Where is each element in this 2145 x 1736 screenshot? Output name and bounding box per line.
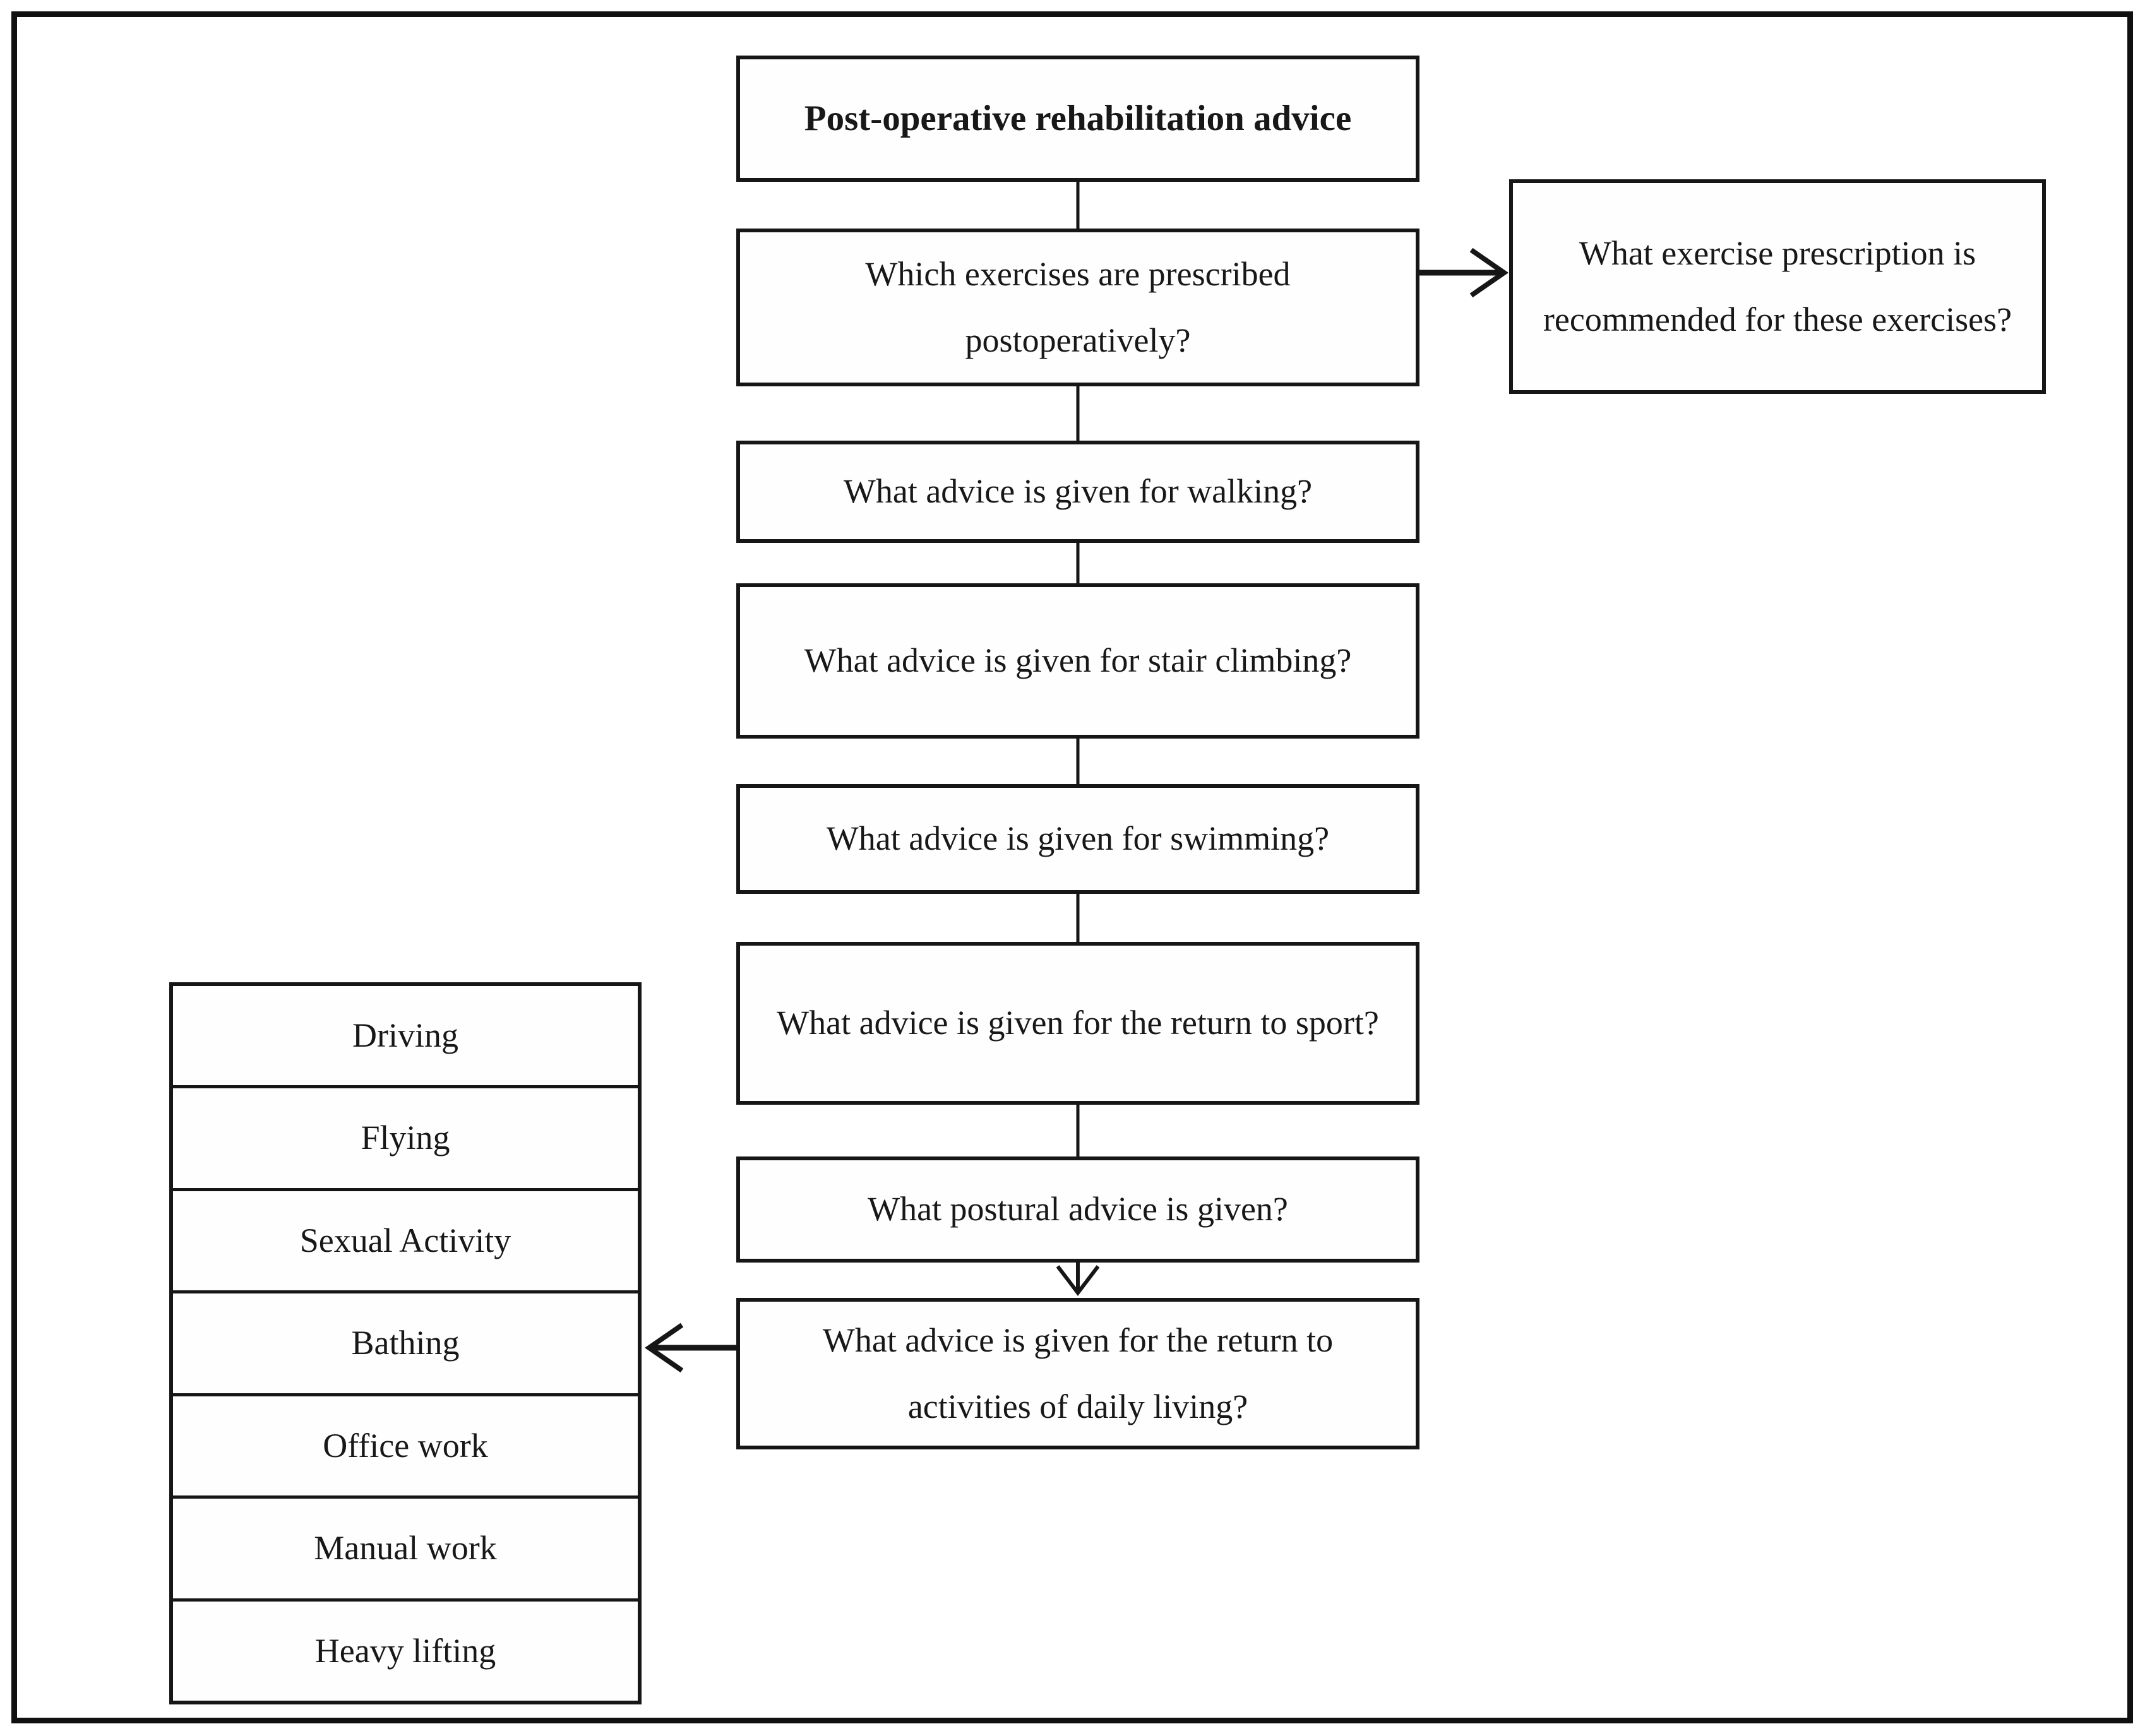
- node-return-to-adl-advice: What advice is given for the return to a…: [736, 1298, 1419, 1449]
- adl-item-office-work: Office work: [173, 1393, 638, 1495]
- node-return-to-sport-advice: What advice is given for the return to s…: [736, 942, 1419, 1105]
- node-stair-climbing-advice: What advice is given for stair climbing?: [736, 583, 1419, 739]
- node-walking-advice: What advice is given for walking?: [736, 441, 1419, 543]
- node-exercises-prescribed: Which exercises are prescribed postopera…: [736, 229, 1419, 386]
- node-exercise-prescription: What exercise prescription is recommende…: [1509, 179, 2046, 394]
- adl-item-bathing: Bathing: [173, 1290, 638, 1393]
- node-post-op-rehab-advice: Post-operative rehabilitation advice: [736, 56, 1419, 182]
- adl-item-manual-work: Manual work: [173, 1495, 638, 1598]
- node-swimming-advice: What advice is given for swimming?: [736, 784, 1419, 894]
- node-postural-advice: What postural advice is given?: [736, 1156, 1419, 1263]
- adl-item-flying: Flying: [173, 1085, 638, 1187]
- adl-item-heavy-lifting: Heavy lifting: [173, 1598, 638, 1701]
- adl-activities-list: Driving Flying Sexual Activity Bathing O…: [169, 982, 642, 1704]
- outer-border: [11, 11, 2133, 1723]
- adl-item-driving: Driving: [352, 1016, 458, 1055]
- adl-item-sexual-activity: Sexual Activity: [173, 1187, 638, 1290]
